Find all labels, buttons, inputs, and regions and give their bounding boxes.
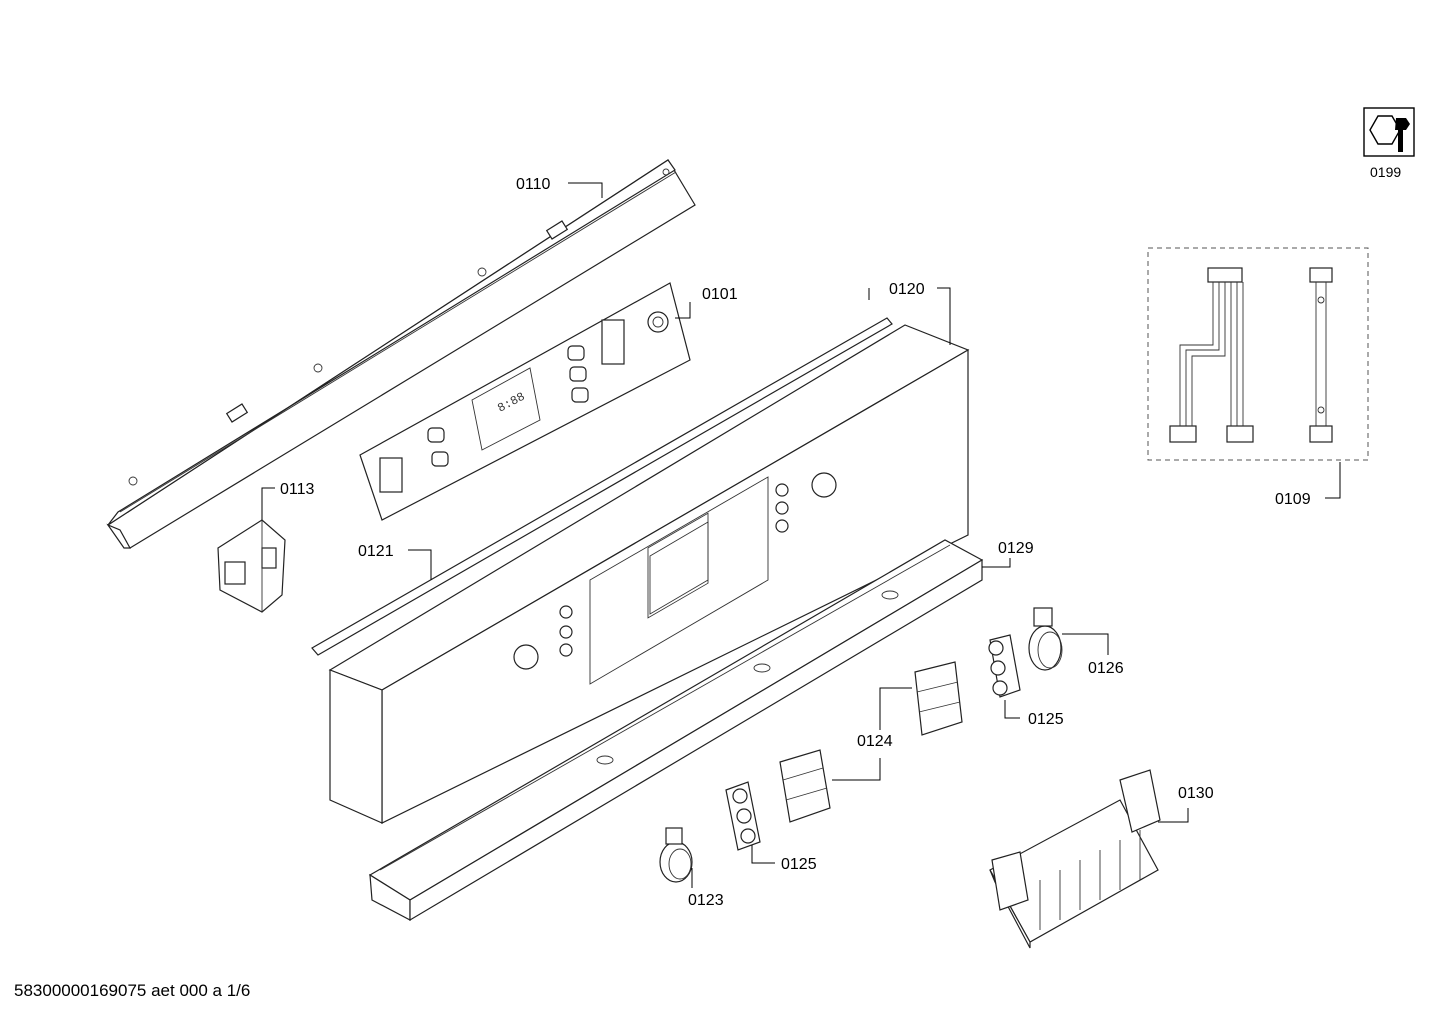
leader-0101: [675, 302, 691, 319]
part-switch-bracket[interactable]: [217, 519, 286, 613]
label-0125b: 0125: [781, 856, 817, 873]
wrench-nut-icon[interactable]: [1363, 107, 1415, 157]
label-0123: 0123: [688, 892, 724, 909]
label-0124: 0124: [857, 733, 893, 750]
part-rocker-block-lower[interactable]: [779, 749, 831, 823]
label-0113: 0113: [280, 481, 315, 498]
part-seal-strip[interactable]: [311, 317, 893, 656]
label-0129: 0129: [998, 540, 1034, 557]
leader-0121: [408, 549, 432, 580]
part-key-strip[interactable]: [368, 539, 984, 922]
leader-0124a: [879, 687, 912, 730]
leader-0113: [261, 487, 275, 520]
label-0130: 0130: [1178, 785, 1214, 802]
leader-0129: [982, 558, 1011, 568]
part-button-set-upper[interactable]: [988, 634, 1021, 698]
leader-0130: [1158, 808, 1189, 823]
label-0110: 0110: [516, 176, 551, 193]
part-wiring-harness[interactable]: [1147, 247, 1369, 461]
part-front-panel[interactable]: [328, 324, 970, 824]
leader-0126: [1062, 633, 1109, 655]
leader-0110: [568, 182, 603, 198]
part-knob-small[interactable]: [659, 827, 693, 883]
part-rocker-block-upper[interactable]: [914, 661, 963, 736]
part-connector-block[interactable]: [989, 769, 1161, 949]
leader-0125a: [1004, 700, 1020, 719]
part-control-module[interactable]: 8:88: [359, 282, 691, 521]
label-0121: 0121: [358, 543, 394, 560]
part-knob-large[interactable]: [1028, 607, 1063, 671]
label-0125a: 0125: [1028, 711, 1064, 728]
leader-0109: [1325, 462, 1341, 499]
label-0120: 0120: [889, 281, 925, 298]
leader-0124b: [832, 758, 881, 781]
label-0101: 0101: [702, 286, 738, 303]
label-0199: 0199: [1370, 164, 1401, 180]
drawing-number: 58300000169075 aet 000 a 1/6: [14, 981, 251, 1000]
label-0109: 0109: [1275, 491, 1311, 508]
leader-0125b: [751, 845, 775, 864]
leader-0120b: [937, 287, 951, 345]
part-rail-bracket[interactable]: [106, 159, 696, 549]
part-button-set-lower[interactable]: [725, 781, 761, 851]
label-0126: 0126: [1088, 660, 1124, 677]
